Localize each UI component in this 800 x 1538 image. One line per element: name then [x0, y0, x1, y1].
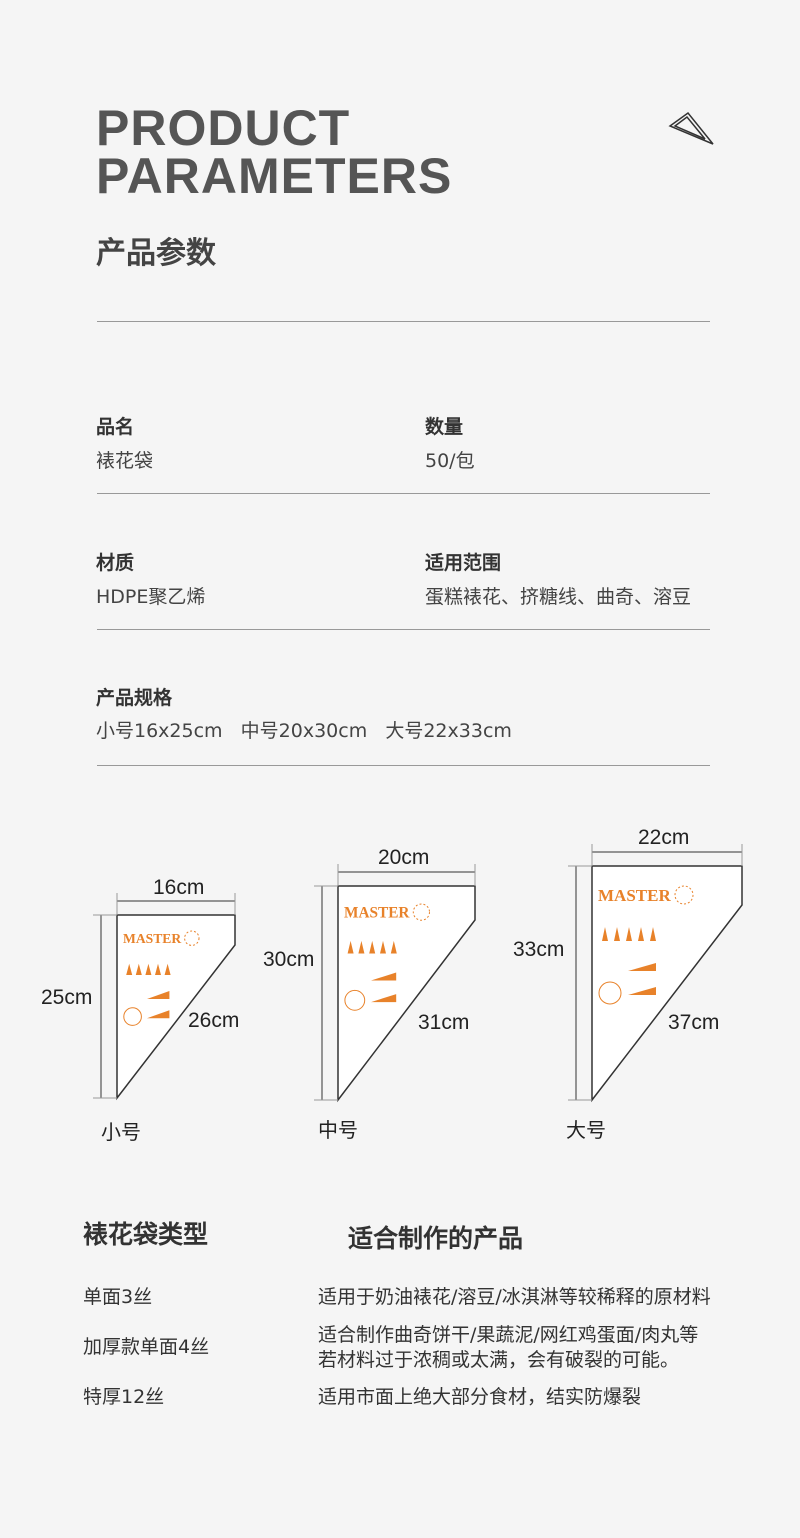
- page-title-cn: 产品参数: [96, 236, 216, 271]
- type-row-3-type: 特厚12丝: [83, 1386, 165, 1408]
- bag-large-diagonal: 37cm: [668, 1011, 720, 1034]
- param-label-spec: 产品规格: [96, 687, 173, 709]
- bag-brand-logo: MASTER: [344, 905, 410, 922]
- types-header: 裱花袋类型: [83, 1220, 209, 1249]
- bag-outline: [116, 914, 236, 1101]
- type-row-1-type: 单面3丝: [83, 1286, 153, 1308]
- type-row-2-type: 加厚款单面4丝: [83, 1336, 210, 1358]
- param-value-material: HDPE聚乙烯: [96, 586, 206, 608]
- type-row-2-use: 适合制作曲奇饼干/果蔬泥/网红鸡蛋面/肉丸等: [318, 1324, 699, 1346]
- bag-large-height: 33cm: [513, 938, 565, 961]
- bag-medium-width: 20cm: [378, 846, 430, 869]
- bag-medium: MASTER: [314, 864, 476, 1103]
- divider: [97, 629, 710, 630]
- param-label-usage: 适用范围: [425, 552, 502, 574]
- bag-small-label: 小号: [101, 1120, 141, 1144]
- bag-brand-logo: MASTER: [598, 886, 671, 905]
- bag-badge-logo: [184, 930, 200, 946]
- bag-small: MASTER: [93, 893, 236, 1101]
- type-row-3-use: 适用市面上绝大部分食材，结实防爆裂: [318, 1386, 642, 1408]
- bag-outline: [337, 885, 476, 1103]
- bag-small-width: 16cm: [153, 876, 205, 899]
- bag-badge-logo: [674, 885, 694, 905]
- param-label-name: 品名: [96, 416, 135, 438]
- bag-small-diagonal: 26cm: [188, 1009, 240, 1032]
- param-value-quantity: 50/包: [425, 450, 475, 472]
- bag-medium-label: 中号: [318, 1118, 358, 1142]
- type-row-2-use-note: 若材料过于浓稠或太满，会有破裂的可能。: [318, 1349, 680, 1371]
- type-row-1-use: 适用于奶油裱花/溶豆/冰淇淋等较稀释的原材料: [318, 1286, 711, 1308]
- divider: [97, 765, 710, 766]
- bag-badge-logo: [412, 903, 430, 921]
- bag-medium-diagonal: 31cm: [418, 1011, 470, 1034]
- param-label-quantity: 数量: [425, 416, 464, 438]
- bag-medium-height: 30cm: [263, 948, 315, 971]
- bag-outline: [591, 865, 743, 1103]
- divider: [97, 321, 710, 322]
- bag-large-label: 大号: [566, 1118, 606, 1142]
- param-value-name: 裱花袋: [96, 450, 154, 472]
- bag-brand-logo: MASTER: [123, 931, 181, 946]
- products-header: 适合制作的产品: [348, 1224, 524, 1253]
- piping-bag-triangle-icon: [668, 111, 714, 145]
- param-value-spec: 小号16x25cm 中号20x30cm 大号22x33cm: [96, 720, 512, 742]
- param-value-usage: 蛋糕裱花、挤糖线、曲奇、溶豆: [425, 586, 692, 608]
- param-label-material: 材质: [96, 552, 135, 574]
- bag-large: MASTER: [568, 844, 743, 1103]
- bag-small-height: 25cm: [41, 986, 93, 1009]
- divider: [97, 493, 710, 494]
- bag-large-width: 22cm: [638, 826, 690, 849]
